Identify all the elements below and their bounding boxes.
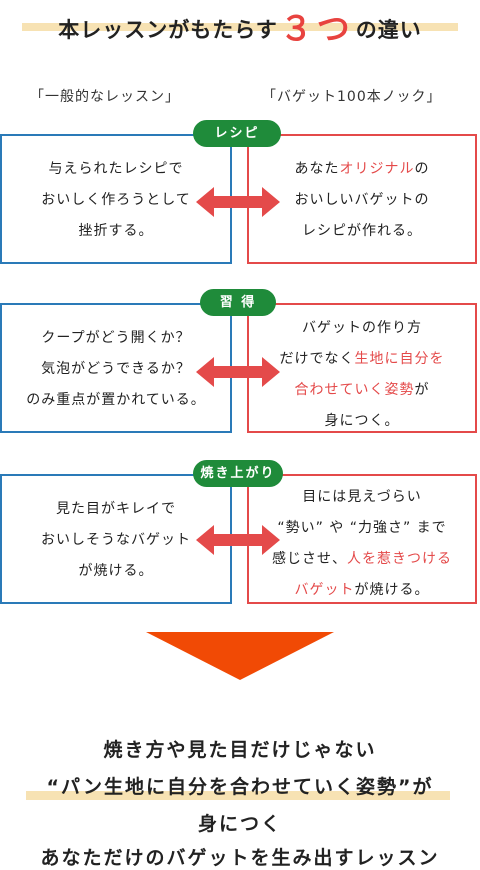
recipe-general-line: 与えられたレシピで bbox=[48, 161, 184, 177]
mastery-general-line: クープがどう開くか？ bbox=[41, 330, 191, 346]
recipe-general-line: おいしく作ろうとして bbox=[41, 192, 191, 208]
highlight-text: バゲット bbox=[294, 582, 355, 598]
recipe-baguette-box: あなたオリジナルの おいしいバゲットの レシピが作れる。 bbox=[247, 134, 477, 264]
mastery-baguette-line: 身につく。 bbox=[324, 413, 400, 429]
title-number: ３つ bbox=[279, 9, 354, 48]
text-span: あなた bbox=[294, 161, 340, 177]
title-text-after: の違い bbox=[355, 18, 422, 42]
recipe-baguette-line: おいしいバゲットの bbox=[294, 192, 430, 208]
conclusion-line: あなただけのバゲットを生み出すレッスン bbox=[40, 847, 440, 869]
title-highlight bbox=[22, 23, 458, 31]
bake-general-box: 見た目がキレイで おいしそうなバゲット が焼ける。 bbox=[0, 474, 232, 604]
highlight-text: 生地に自分を bbox=[354, 351, 445, 367]
text-span: の bbox=[414, 161, 430, 177]
bake-baguette-line: 感じさせ、人を惹きつける bbox=[249, 544, 475, 575]
mastery-general-line: のみ重点が置かれている。 bbox=[26, 392, 206, 408]
bake-general-line: おいしそうなバゲット bbox=[41, 532, 191, 548]
mastery-general-line: 気泡がどうできるか？ bbox=[41, 361, 191, 377]
mastery-baguette-line: だけでなく生地に自分を bbox=[249, 344, 475, 375]
mastery-baguette-line: バゲットの作り方 bbox=[302, 320, 422, 336]
bake-baguette-line: “勢い” や “力強さ” まで bbox=[277, 520, 447, 536]
page-title: 本レッスンがもたらす３つの違い bbox=[0, 2, 480, 50]
bake-general-line: が焼ける。 bbox=[78, 563, 154, 579]
mastery-baguette-line: 合わせていく姿勢が bbox=[249, 375, 475, 406]
column-header-baguette: 「バゲット100本ノック」 bbox=[262, 89, 442, 105]
text-span: が bbox=[414, 382, 430, 398]
text-span: が焼ける。 bbox=[354, 582, 430, 598]
conclusion-line: 焼き方や見た目だけじゃない bbox=[103, 739, 377, 761]
double-arrow-icon bbox=[196, 525, 280, 555]
highlight-text: オリジナル bbox=[339, 161, 415, 177]
down-arrow-icon bbox=[146, 632, 334, 680]
mastery-baguette-box: バゲットの作り方 だけでなく生地に自分を 合わせていく姿勢が 身につく。 bbox=[247, 303, 477, 433]
highlight-text: 合わせていく姿勢 bbox=[294, 382, 415, 398]
recipe-baguette-line: レシピが作れる。 bbox=[302, 223, 422, 239]
double-arrow-icon bbox=[196, 187, 280, 217]
conclusion-line: “パン生地に自分を合わせていく姿勢”が bbox=[46, 776, 434, 798]
recipe-baguette-line: あなたオリジナルの bbox=[249, 154, 475, 185]
bake-baguette-line: バゲットが焼ける。 bbox=[249, 575, 475, 606]
conclusion-line: 身につく bbox=[197, 813, 282, 835]
conclusion-highlight bbox=[26, 791, 450, 800]
bake-general-line: 見た目がキレイで bbox=[56, 501, 176, 517]
section-label-mastery: 習 得 bbox=[200, 289, 276, 316]
mastery-general-box: クープがどう開くか？ 気泡がどうできるか？ のみ重点が置かれている。 bbox=[0, 303, 232, 433]
recipe-general-line: 挫折する。 bbox=[78, 223, 154, 239]
recipe-general-box: 与えられたレシピで おいしく作ろうとして 挫折する。 bbox=[0, 134, 232, 264]
section-label-recipe: レシピ bbox=[193, 120, 281, 147]
title-text-before: 本レッスンがもたらす bbox=[58, 18, 278, 42]
bake-baguette-line: 目には見えづらい bbox=[302, 489, 422, 505]
column-header-general: 「一般的なレッスン」 bbox=[30, 89, 180, 105]
highlight-text: 人を惹きつける bbox=[347, 551, 452, 567]
double-arrow-icon bbox=[196, 357, 280, 387]
text-span: だけでなく bbox=[279, 351, 355, 367]
text-span: 感じさせ、 bbox=[272, 551, 347, 567]
bake-baguette-box: 目には見えづらい “勢い” や “力強さ” まで 感じさせ、人を惹きつける バゲ… bbox=[247, 474, 477, 604]
section-label-bake: 焼き上がり bbox=[193, 460, 283, 487]
